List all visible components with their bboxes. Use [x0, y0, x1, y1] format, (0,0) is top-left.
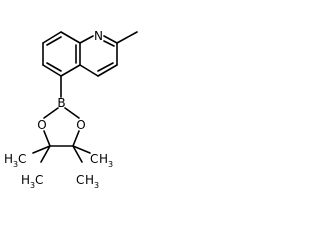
- molecule-structure: N B O O H 3 C H 3 C C H 3 C H 3: [4, 29, 138, 190]
- methyl-left-lower-h: H: [21, 173, 30, 187]
- methyl-bonds: [32, 145, 91, 163]
- methyl-label-right-lower: C H 3: [76, 173, 99, 190]
- dioxaborolane-ring: [43, 107, 80, 147]
- nitrogen-label: N: [94, 29, 103, 43]
- methyl-right-upper-h: H: [99, 152, 108, 166]
- bond-c6-c5: [42, 64, 62, 77]
- methyl-right-lower-c: C: [76, 173, 84, 187]
- bond-boron-oxygen-right: [64, 107, 80, 119]
- bond-n1-c2-double: [103, 40, 115, 47]
- methyl-left-upper-sub: 3: [13, 160, 18, 169]
- methyl-label-right-upper: C H 3: [90, 152, 113, 169]
- methyl-left-lower-sub: 3: [30, 181, 35, 190]
- methyl-right-lower-h: H: [85, 173, 94, 187]
- bond-c8a-n1: [79, 35, 94, 44]
- oxygen-right-label: O: [76, 118, 85, 132]
- methyl-label-left-lower: H 3 C: [21, 173, 43, 190]
- boron-label: B: [57, 96, 65, 110]
- bond-c8a-c8: [60, 31, 81, 44]
- bond-methyl-left-lower: [40, 145, 51, 163]
- methyl-right-lower-sub: 3: [94, 181, 99, 190]
- bond-c3-c4-double: [97, 62, 114, 72]
- pyridine-ring: [79, 31, 138, 77]
- methyl-left-lower-c: C: [35, 173, 43, 187]
- oxygen-left-label: O: [37, 118, 46, 132]
- bond-oxygen-left-carbon: [43, 130, 51, 147]
- bond-c6-c5-double: [46, 62, 62, 72]
- methyl-left-upper-h: H: [4, 152, 13, 166]
- bond-boron-oxygen-left: [43, 107, 59, 119]
- bond-methyl-right-upper: [72, 145, 91, 154]
- bond-methyl-left-upper: [32, 145, 51, 154]
- methyl-right-upper-sub: 3: [108, 160, 113, 169]
- bond-c3-c4: [97, 64, 118, 77]
- bond-oxygen-right-carbon: [72, 130, 80, 147]
- benzene-ring: [42, 31, 81, 77]
- bond-c8-c7: [42, 31, 62, 44]
- bond-c8-c7-double: [46, 36, 62, 46]
- bond-c2-methyl: [116, 31, 138, 44]
- methyl-label-left-upper: H 3 C: [4, 152, 26, 169]
- bond-c5-c4a: [60, 64, 81, 77]
- methyl-left-upper-c: C: [18, 152, 26, 166]
- bond-n1-c2: [103, 35, 118, 44]
- bond-methyl-right-lower: [72, 145, 83, 163]
- methyl-right-upper-c: C: [90, 152, 98, 166]
- bond-c4-c4a: [79, 64, 99, 77]
